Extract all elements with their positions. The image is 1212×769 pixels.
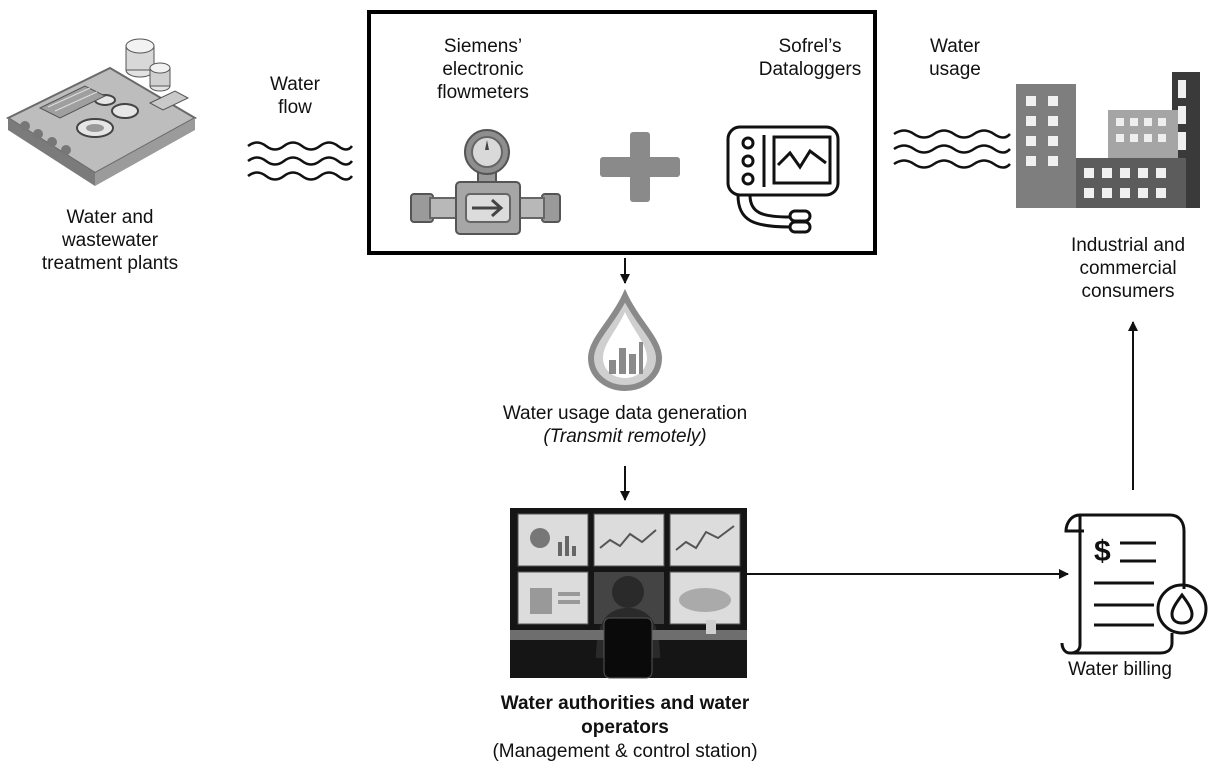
water-usage-line-2: usage: [929, 59, 981, 80]
water-flow-label: Water flow: [255, 73, 335, 119]
flowmeter-label-line-3: flowmeters: [437, 82, 529, 103]
authorities-label: Water authorities and water operators (M…: [420, 692, 830, 764]
control-room-icon: [510, 508, 747, 679]
water-flow-line-2: flow: [278, 97, 312, 118]
datalogger-label-line-2: Dataloggers: [758, 59, 862, 80]
datalogger-icon: [726, 125, 840, 234]
data-generation-subtitle: (Transmit remotely): [543, 426, 707, 447]
bill-icon: $: [1060, 513, 1208, 655]
consumers-label-line-2: commercial: [1079, 258, 1177, 279]
water-usage-label: Water usage: [915, 35, 995, 81]
treatment-plant-label-line-3: treatment plants: [41, 253, 179, 274]
metering-box: [367, 10, 877, 255]
water-flow-waves-icon: [247, 141, 354, 181]
consumers-label-line-3: consumers: [1081, 281, 1175, 302]
flowmeter-label: Siemens’ electronic flowmeters: [408, 35, 558, 104]
authorities-title-line-1: Water authorities and water: [500, 693, 750, 714]
svg-text:$: $: [1094, 535, 1111, 568]
treatment-plant-icon: [5, 38, 198, 186]
water-usage-waves-icon: [893, 129, 1011, 169]
treatment-plant-label-line-2: wastewater: [61, 230, 159, 251]
data-generation-label: Water usage data generation (Transmit re…: [420, 402, 830, 448]
billing-label: Water billing: [1040, 658, 1200, 681]
datalogger-label: Sofrel’s Dataloggers: [740, 35, 880, 81]
water-flow-line-1: Water: [270, 74, 320, 95]
flowmeter-icon: [410, 129, 561, 235]
consumers-label: Industrial and commercial consumers: [1044, 234, 1212, 303]
datalogger-label-line-1: Sofrel’s: [778, 36, 842, 57]
authorities-subtitle: (Management & control station): [492, 741, 758, 762]
treatment-plant-label-line-1: Water and: [66, 207, 154, 228]
flowmeter-label-line-2: electronic: [442, 59, 524, 80]
data-generation-title: Water usage data generation: [502, 403, 748, 424]
billing-label-text: Water billing: [1068, 659, 1172, 680]
water-usage-line-1: Water: [930, 36, 980, 57]
flowmeter-label-line-1: Siemens’: [443, 36, 523, 57]
water-drop-chart-icon: [587, 288, 663, 392]
buildings-icon: [1016, 72, 1200, 208]
authorities-title-line-2: operators: [581, 717, 669, 738]
treatment-plant-label: Water and wastewater treatment plants: [10, 206, 210, 275]
consumers-label-line-1: Industrial and: [1070, 235, 1186, 256]
plus-icon: [600, 132, 680, 202]
